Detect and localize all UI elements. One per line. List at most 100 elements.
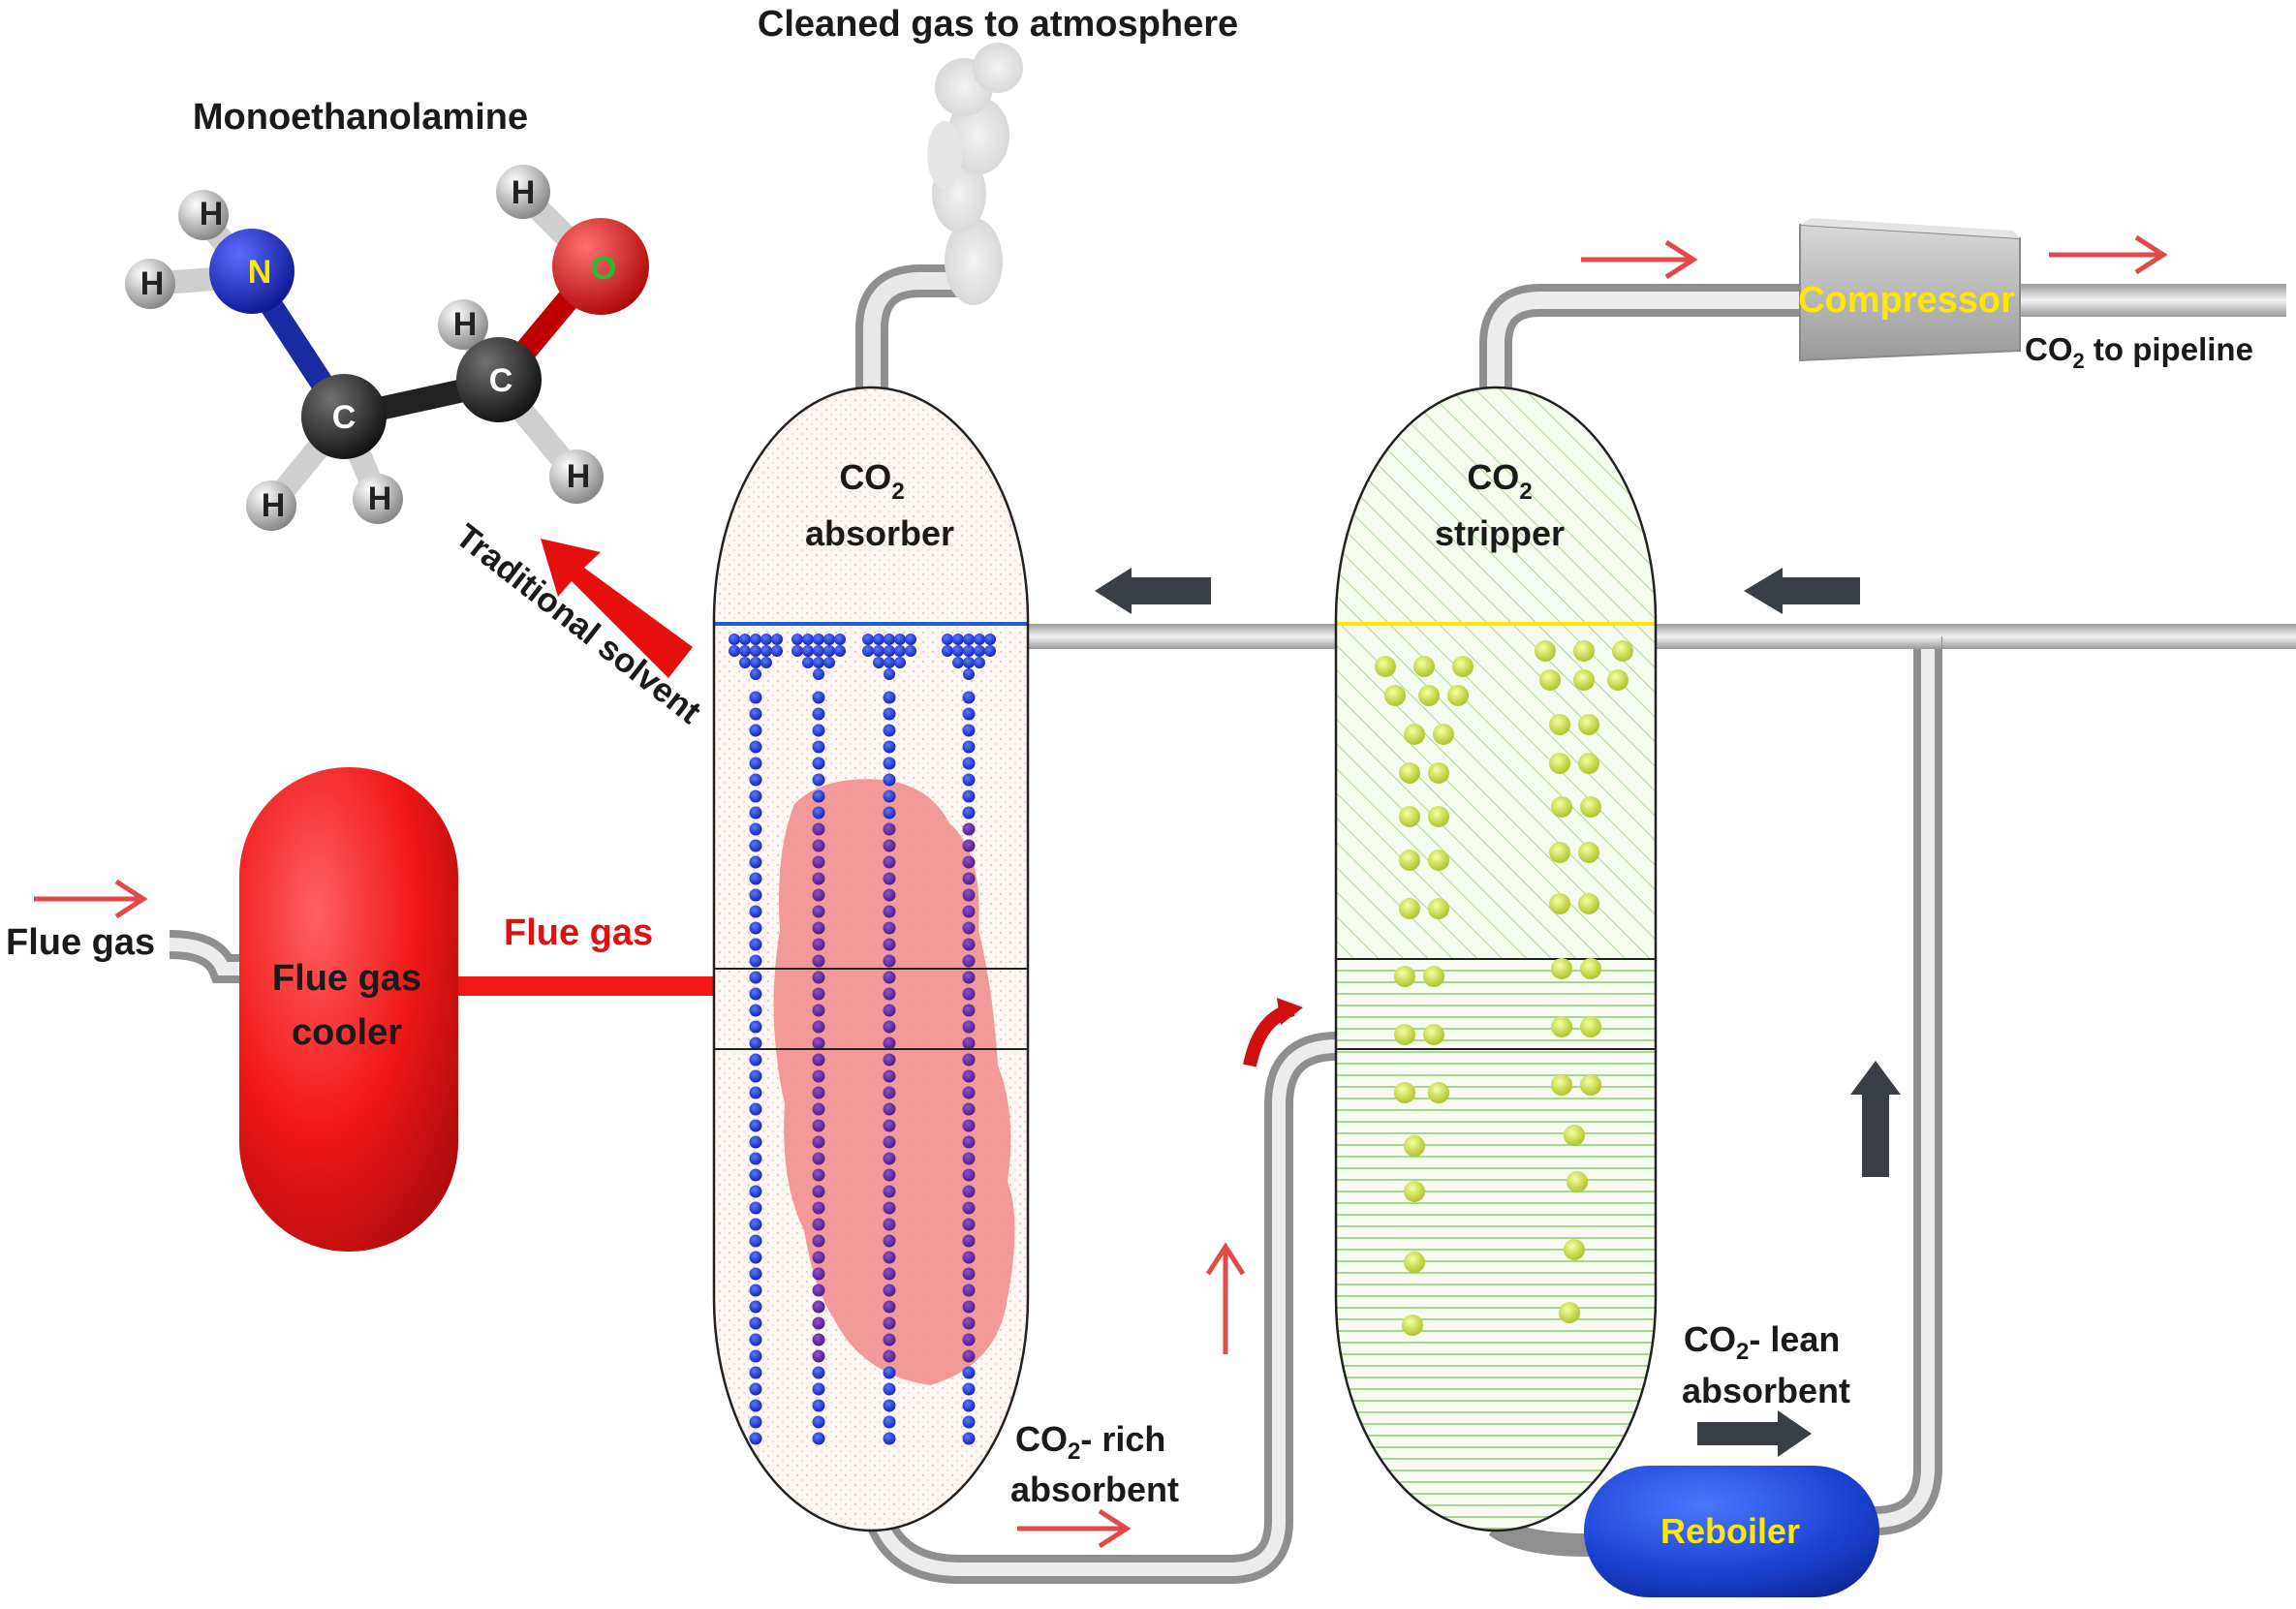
absorber-title-2: absorber <box>805 513 954 553</box>
solvent-droplet <box>749 1218 762 1231</box>
solvent-droplet <box>962 987 976 1001</box>
stripper-title: CO2 <box>1467 457 1532 505</box>
solvent-droplet <box>812 822 825 836</box>
solvent-droplet <box>963 645 975 657</box>
solvent-droplet <box>974 645 985 657</box>
solvent-droplet <box>812 1053 825 1067</box>
solvent-droplet <box>749 839 762 852</box>
co2-particle <box>1578 714 1599 735</box>
solvent-droplet <box>962 1349 976 1363</box>
solvent-droplet <box>883 971 896 984</box>
solvent-droplet <box>873 645 884 657</box>
solvent-droplet <box>883 1382 896 1396</box>
arrow-flue-in <box>34 879 148 919</box>
solvent-droplet <box>812 888 825 902</box>
solvent-droplet <box>884 634 895 645</box>
co2-particle <box>1413 656 1435 677</box>
solvent-droplet <box>883 724 896 737</box>
atom-h-label: H <box>512 174 536 211</box>
lean-absorbent-label-2: absorbent <box>1682 1371 1850 1410</box>
solvent-droplet <box>962 822 976 836</box>
co2-particle <box>1452 656 1474 677</box>
co2-particle <box>1423 1024 1444 1045</box>
solvent-droplet <box>962 872 976 885</box>
co2-particle <box>1578 842 1599 863</box>
solvent-droplet <box>760 657 772 668</box>
solvent-droplet <box>962 1234 976 1248</box>
solvent-droplet <box>884 645 895 657</box>
solvent-droplet <box>812 1251 825 1264</box>
lean-absorbent-label: CO2- lean <box>1684 1319 1840 1365</box>
solvent-droplet <box>812 1201 825 1215</box>
solvent-droplet <box>823 645 835 657</box>
co2-particle <box>1428 850 1449 871</box>
solvent-droplet <box>883 839 896 852</box>
solvent-droplet <box>749 1267 762 1281</box>
solvent-droplet <box>802 645 814 657</box>
solvent-droplet <box>883 691 896 704</box>
solvent-droplet <box>739 634 751 645</box>
solvent-droplet <box>812 1020 825 1034</box>
solvent-droplet <box>749 1069 762 1083</box>
stripper-title-2: stripper <box>1435 513 1565 553</box>
co2-absorber <box>712 386 1030 1532</box>
solvent-droplet <box>791 634 803 645</box>
solvent-droplet <box>883 1004 896 1017</box>
solvent-droplet <box>812 1185 825 1198</box>
solvent-droplet <box>883 1251 896 1264</box>
co2-particle <box>1551 958 1572 979</box>
solvent-droplet <box>750 657 761 668</box>
solvent-droplet <box>812 1168 825 1182</box>
solvent-droplet <box>962 1284 976 1297</box>
co2-particle <box>1404 1135 1425 1157</box>
solvent-droplet <box>883 987 896 1001</box>
solvent-droplet <box>749 1415 762 1429</box>
solvent-droplet <box>962 1333 976 1346</box>
solvent-droplet <box>962 1102 976 1116</box>
absorber-droplets <box>729 634 996 1445</box>
solvent-droplet <box>812 806 825 820</box>
co2-particle <box>1549 842 1570 863</box>
molecule-name: Monoethanolamine <box>193 97 528 138</box>
solvent-droplet <box>862 634 874 645</box>
solvent-droplet <box>962 757 976 770</box>
arrow-from-compressor <box>2049 234 2168 275</box>
solvent-droplet <box>962 905 976 918</box>
co2-particle <box>1375 656 1396 677</box>
arrow-traditional <box>541 539 693 678</box>
reboiler-label: Reboiler <box>1660 1511 1800 1551</box>
solvent-droplet <box>749 1333 762 1346</box>
solvent-droplet <box>942 645 953 657</box>
solvent-droplet <box>883 938 896 951</box>
solvent-droplet <box>812 1349 825 1363</box>
solvent-droplet <box>883 1152 896 1165</box>
atom-h-label: H <box>567 458 591 495</box>
solvent-droplet <box>812 1267 825 1281</box>
atom-h <box>549 449 604 504</box>
co2-particle <box>1564 1239 1585 1260</box>
flow-arrows <box>34 234 2168 1549</box>
co2-particle <box>1399 762 1420 784</box>
co2-particle <box>1612 640 1633 662</box>
solvent-droplet <box>749 1284 762 1297</box>
co2-stripper <box>1334 386 1658 1532</box>
flue-gas-in-label: Flue gas <box>6 922 155 963</box>
solvent-droplet <box>791 645 803 657</box>
solvent-droplet <box>749 1432 762 1445</box>
co2-particle <box>1404 1181 1425 1202</box>
solvent-droplet <box>812 1218 825 1231</box>
atom-c2-label: C <box>489 362 513 399</box>
solvent-droplet <box>883 1218 896 1231</box>
solvent-droplet <box>974 657 985 668</box>
atom-h-label: H <box>140 265 165 302</box>
co2-particle <box>1404 724 1425 745</box>
solvent-droplet <box>812 1432 825 1445</box>
co2-particle <box>1578 753 1599 774</box>
pipes <box>169 264 2296 1584</box>
co2-particle <box>1559 1302 1580 1323</box>
solvent-droplet <box>883 905 896 918</box>
solvent-droplet <box>962 1382 976 1396</box>
top-label: Cleaned gas to atmosphere <box>758 4 1238 45</box>
atom-h-label: H <box>200 196 224 232</box>
